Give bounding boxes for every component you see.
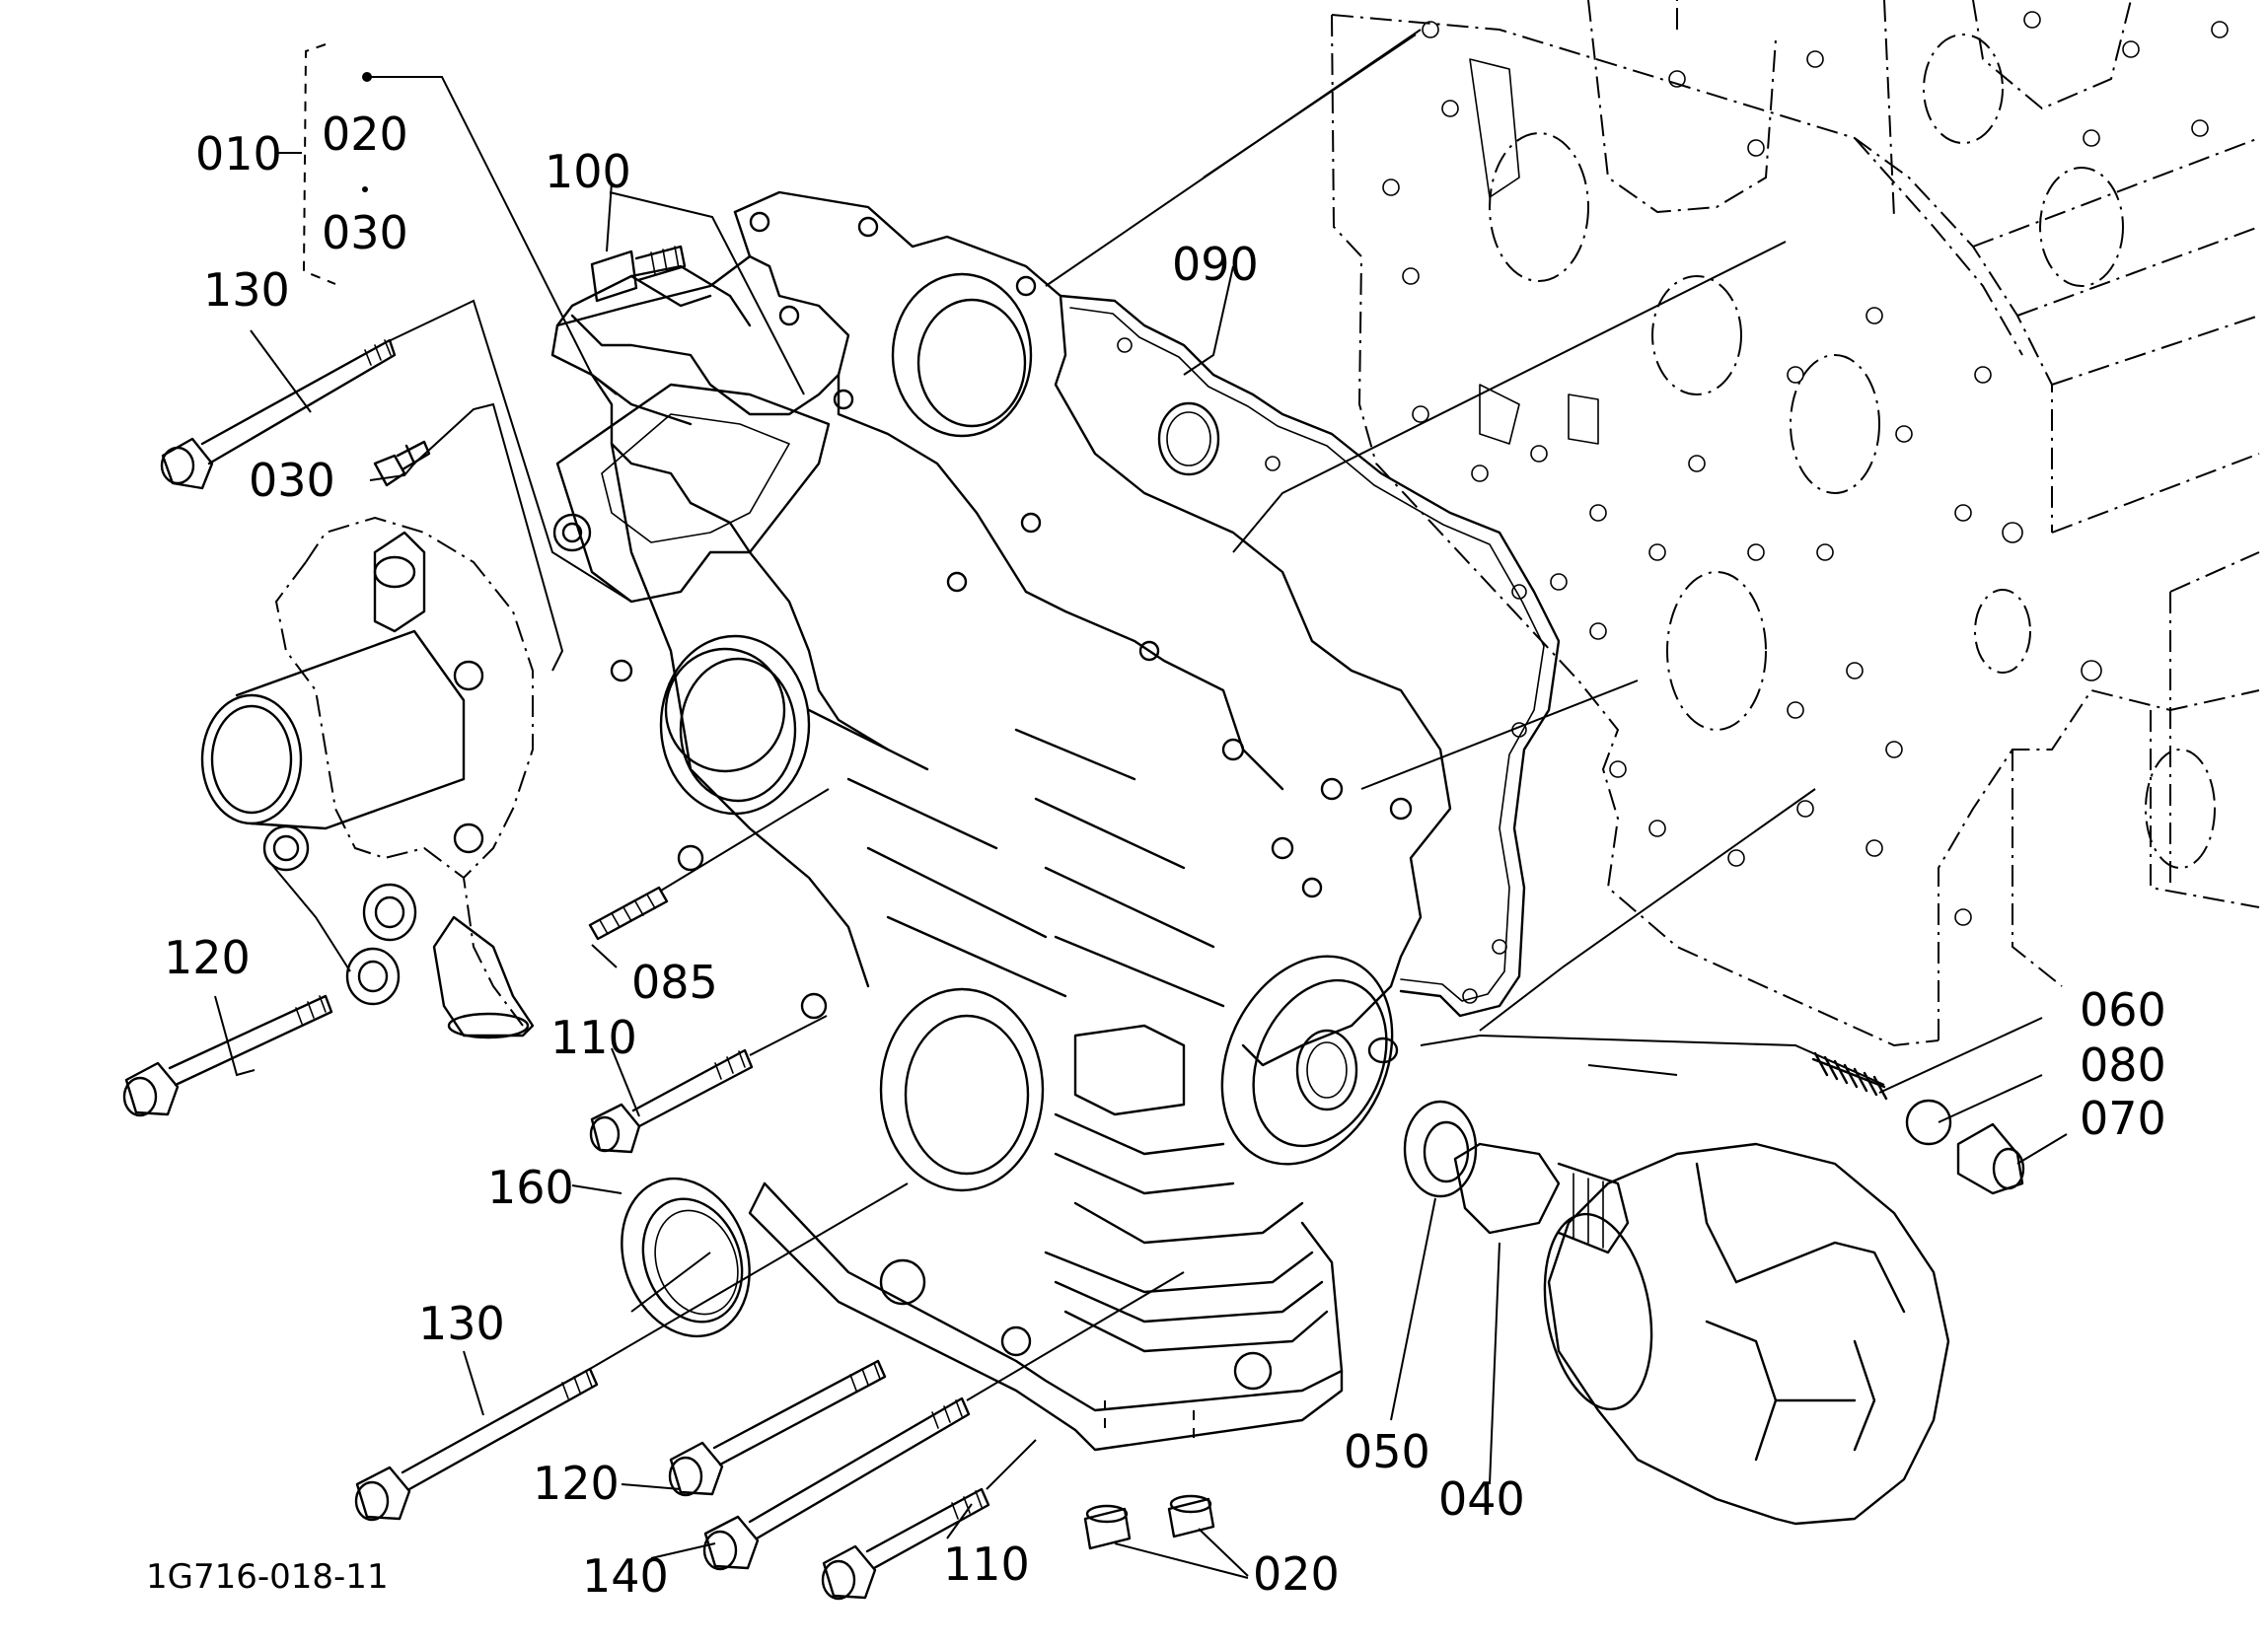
callout-160: 160: [487, 1161, 574, 1214]
callout-labels: 010 020 030 100 130 090 030 120 085 110 …: [164, 107, 2166, 1603]
callout-140: 140: [582, 1549, 669, 1603]
callout-030-top: 030: [322, 206, 408, 259]
callout-060: 060: [2080, 983, 2166, 1037]
callout-130-bottom: 130: [418, 1297, 505, 1350]
callout-090: 090: [1172, 238, 1259, 291]
bolt-120-left: [122, 994, 333, 1117]
callout-110-bottom: 110: [943, 1538, 1030, 1591]
callout-040: 040: [1438, 1472, 1525, 1526]
leader-lines: [214, 29, 2068, 1579]
bolt-110-bottom: [821, 1487, 990, 1601]
callout-100: 100: [545, 145, 631, 198]
relief-valve-parts: [1811, 1051, 2025, 1195]
callout-030-left: 030: [249, 454, 335, 507]
callout-110-left: 110: [550, 1011, 637, 1064]
oil-filter-flange: [1220, 955, 1399, 1166]
callout-050: 050: [1344, 1425, 1430, 1478]
callout-130-top: 130: [203, 263, 290, 317]
callout-080: 080: [2080, 1038, 2166, 1092]
callout-085: 085: [631, 956, 718, 1009]
gasket-090: [1059, 294, 1561, 1018]
bolt-140: [702, 1396, 971, 1571]
bolt-120-bottom: [668, 1359, 887, 1497]
callout-120-left: 120: [164, 931, 251, 984]
pipe-040: [1453, 1142, 1630, 1254]
callout-020-bottom: 020: [1253, 1547, 1340, 1601]
diagram-id: 1G716-018-11: [146, 1557, 389, 1597]
oil-seal-160: [621, 1177, 751, 1338]
o-ring-050: [1403, 1100, 1478, 1198]
engine-block: [1331, 0, 2260, 1047]
callout-120-bottom: 120: [533, 1457, 620, 1510]
gear-case: [550, 190, 1452, 1452]
callout-010: 010: [195, 127, 282, 180]
callout-020-top: 020: [322, 107, 408, 161]
bolt-100: [590, 245, 687, 303]
bolt-110-left: [589, 1048, 754, 1154]
plug-020-pair: [1083, 1494, 1215, 1550]
bolt-130-bottom: [354, 1367, 599, 1522]
oil-filter-cartridge: [1543, 1142, 1950, 1526]
stud-085: [588, 886, 669, 941]
callout-070: 070: [2080, 1092, 2166, 1145]
water-pump: [200, 516, 535, 1039]
